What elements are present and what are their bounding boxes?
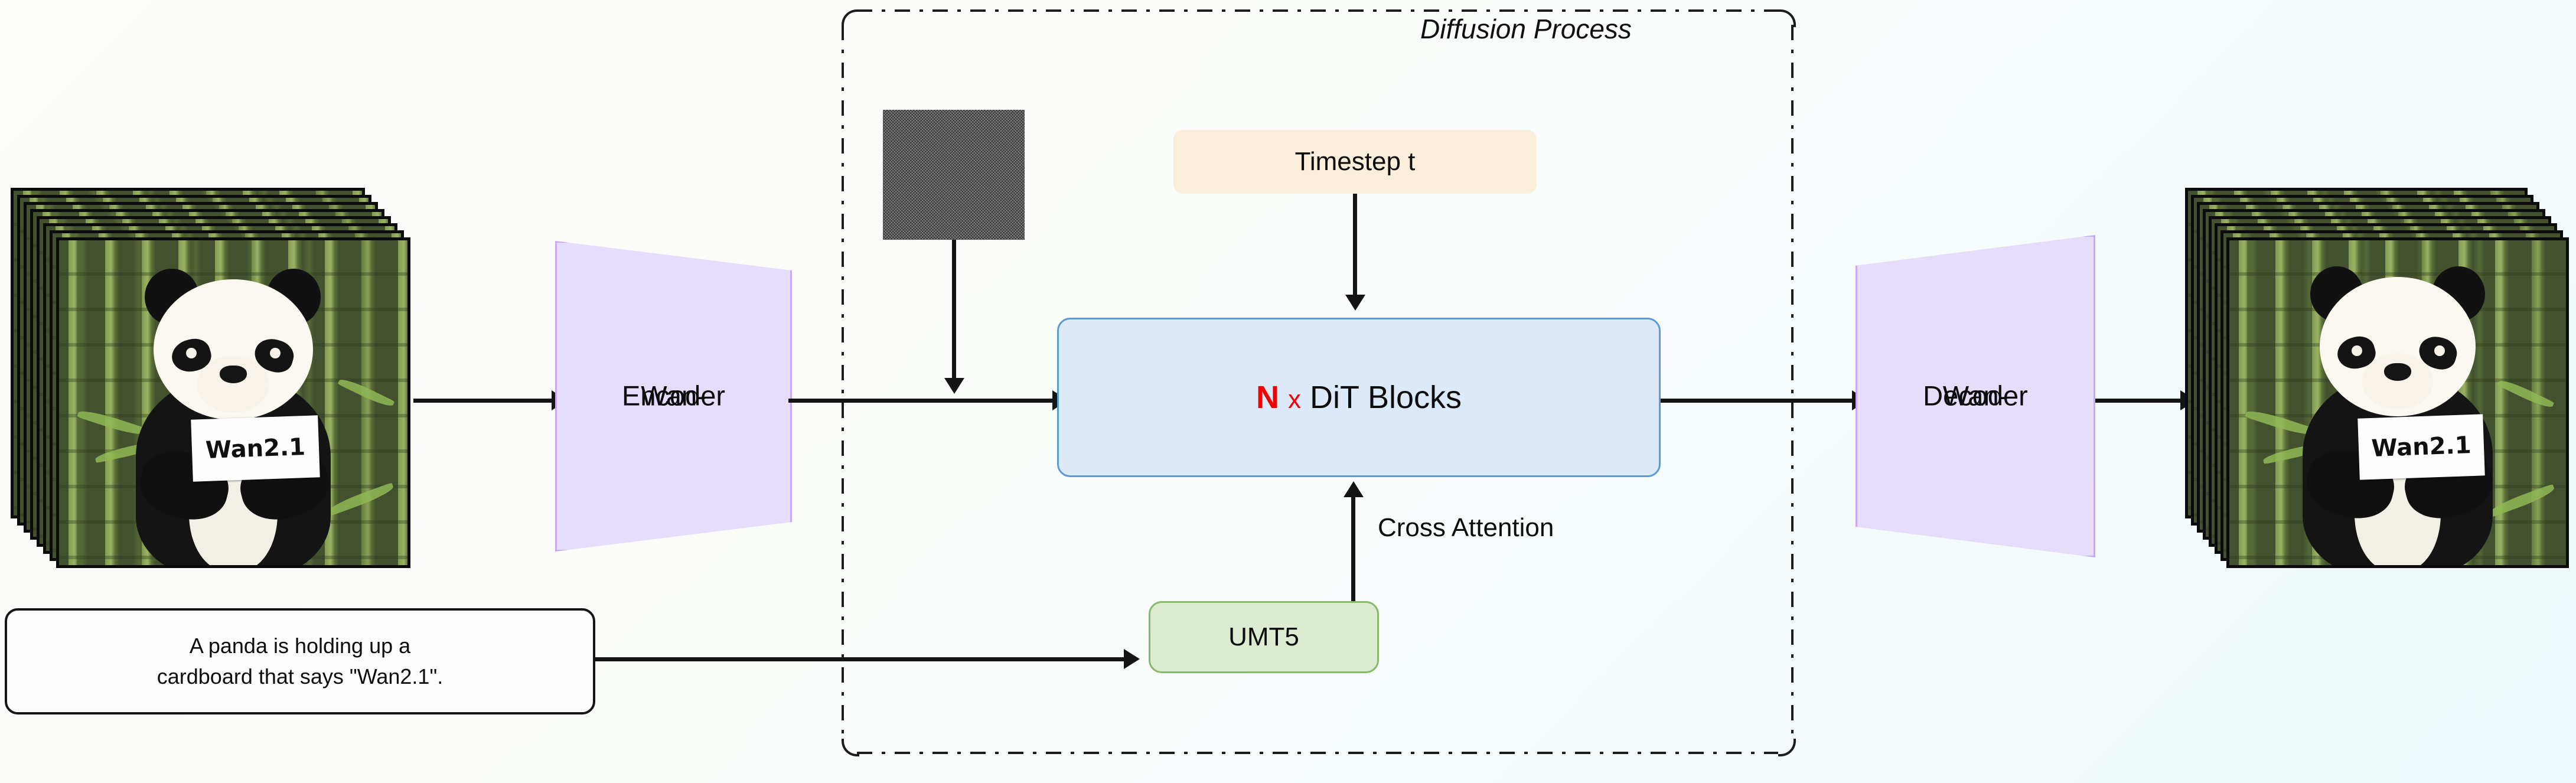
arrow-noise-to-latent <box>952 240 956 380</box>
timestep-box[interactable]: Timestep t <box>1173 130 1537 194</box>
input-frame-stack: Wan2.1 <box>11 188 424 578</box>
gaussian-noise-patch <box>883 110 1025 240</box>
dit-blocks-box[interactable]: N x DiT Blocks <box>1057 318 1661 477</box>
wan-encoder[interactable]: Wan-Encoder <box>555 241 792 552</box>
output-frame-stack: Wan2.1 <box>2185 188 2575 578</box>
umt5-label: UMT5 <box>1228 622 1299 651</box>
input-frame-front: Wan2.1 <box>56 237 410 568</box>
arrow-encoder-to-latent <box>788 399 1057 403</box>
wan-decoder[interactable]: Wan-Decoder <box>1856 235 2095 557</box>
cross-attention-label: Cross Attention <box>1378 513 1554 542</box>
dit-blocks-text: DiT Blocks <box>1309 380 1462 415</box>
arrow-prompt-to-umt5 <box>595 657 1127 661</box>
arrow-dit-to-decoder <box>1661 399 1856 403</box>
panda-figure: Wan2.1 <box>59 240 407 565</box>
arrow-timestep-to-dit <box>1353 194 1357 297</box>
dit-n-value: N <box>1256 380 1279 415</box>
arrowhead-icon <box>1344 481 1364 497</box>
arrowhead-icon <box>944 378 964 394</box>
output-sign: Wan2.1 <box>2357 414 2485 480</box>
diffusion-process-label: Diffusion Process <box>1420 14 1632 44</box>
input-sign: Wan2.1 <box>191 415 320 482</box>
output-frame-front: Wan2.1 <box>2226 237 2569 568</box>
timestep-label: Timestep t <box>1294 147 1416 176</box>
wan-decoder-label: Wan-Decoder <box>1923 380 2028 412</box>
arrow-frames-to-encoder <box>413 399 554 403</box>
arrow-decoder-to-frames <box>2095 399 2184 403</box>
dashed-edge-bottom <box>857 752 1778 754</box>
dashed-edge-left <box>842 25 844 739</box>
panda-figure: Wan2.1 <box>2229 240 2566 565</box>
arrowhead-icon <box>1345 295 1365 311</box>
dit-blocks-label: N x DiT Blocks <box>1256 379 1462 416</box>
dashed-edge-top <box>857 9 1778 12</box>
arrowhead-icon <box>1124 649 1140 669</box>
dashed-edge-right <box>1791 25 1794 739</box>
wan-encoder-label: Wan-Encoder <box>621 380 726 412</box>
dit-x-symbol: x <box>1287 385 1301 414</box>
arrow-umt5-to-dit <box>1351 497 1355 601</box>
umt5-box[interactable]: UMT5 <box>1149 601 1379 673</box>
